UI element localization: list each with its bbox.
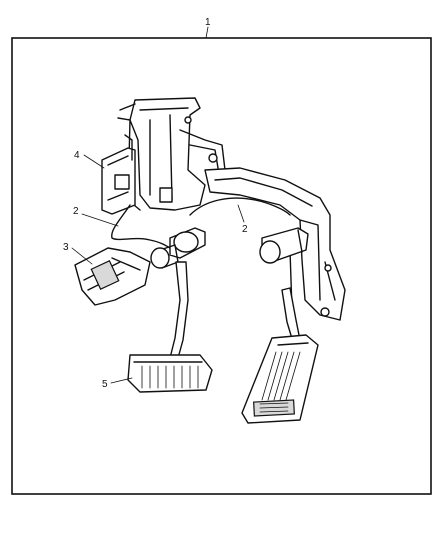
- callout-1-label: 1: [205, 17, 211, 28]
- callout-2b-label: 2: [242, 224, 248, 235]
- callout-2a-leader: [81, 213, 119, 227]
- brake-pedal-pad: [127, 354, 213, 393]
- callout-3-label: 3: [63, 242, 69, 253]
- callout-1-leader: [205, 26, 209, 39]
- callout-3-leader: [71, 247, 93, 265]
- callout-2a-label: 2: [73, 206, 79, 217]
- brake-pedal-arm: [169, 261, 189, 359]
- callout-4-leader: [83, 154, 105, 169]
- callout-5-leader: [110, 377, 133, 384]
- accelerator-pedal-pad: [241, 334, 319, 424]
- callout-4-label: 4: [74, 150, 80, 161]
- brake-pivot: [150, 227, 206, 269]
- diagram-frame: [11, 37, 432, 495]
- accelerator-mount-arm: [204, 167, 346, 321]
- callout-2b-leader: [237, 204, 245, 223]
- pedal-support-bracket: [117, 97, 226, 211]
- cable-right: [189, 197, 291, 216]
- cable-left: [111, 204, 171, 249]
- adjuster-motor: [74, 247, 151, 306]
- callout-5-label: 5: [102, 379, 108, 390]
- switch-module: [101, 134, 136, 215]
- accelerator-pivot: [259, 227, 309, 264]
- accelerator-pedal-arm: [281, 287, 301, 343]
